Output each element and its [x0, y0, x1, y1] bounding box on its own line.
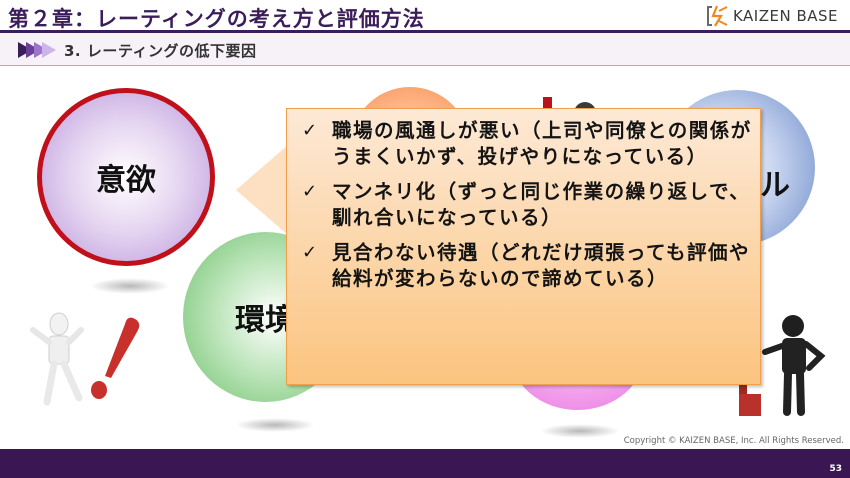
logo-text: KAIZEN BASE	[732, 7, 838, 25]
reason-item: ✓ 職場の風通しが悪い（上司や同僚との関係がうまくいかず、投げやりになっている）	[296, 118, 756, 170]
kaizen-k-star-icon	[706, 5, 728, 27]
circle-shadow	[540, 424, 620, 438]
section-bar	[0, 33, 850, 66]
circle-shadow	[235, 418, 315, 432]
red-flag-decoration	[543, 97, 552, 111]
checkmark-icon: ✓	[302, 181, 319, 202]
factor-circle-blue-label: ル	[760, 168, 790, 203]
section-subtitle: 3. レーティングの低下要因	[64, 42, 257, 60]
reason-text: 職場の風通しが悪い（上司や同僚との関係がうまくいかず、投げやりになっている）	[332, 119, 752, 168]
checkmark-icon: ✓	[302, 242, 319, 263]
callout-box	[286, 108, 761, 385]
page-number: 53	[829, 464, 842, 474]
triple-chevron-arrow-icon	[18, 42, 56, 58]
white-figure-exclamation-icon	[30, 312, 140, 406]
copyright-notice: Copyright © KAIZEN BASE, Inc. All Rights…	[623, 436, 844, 446]
footer-bar	[0, 449, 850, 478]
reason-text: マンネリ化（ずっと同じ作業の繰り返しで、馴れ合いになっている）	[332, 180, 751, 229]
factor-label-environment: 環境	[235, 303, 295, 338]
company-logo: KAIZEN BASE	[705, 5, 838, 27]
factor-label-motivation: 意欲	[96, 163, 156, 198]
circle-shadow	[90, 278, 170, 294]
reason-text: 見合わない待遇（どれだけ頑張っても評価や給料が変わらないので諦めている）	[332, 241, 751, 290]
black-figure-presenter-icon	[739, 315, 826, 416]
chapter-title: 第２章：レーティングの考え方と評価方法	[8, 7, 425, 31]
reason-item: ✓ 見合わない待遇（どれだけ頑張っても評価や給料が変わらないので諦めている）	[296, 240, 756, 292]
header-rule	[0, 30, 850, 33]
checkmark-icon: ✓	[302, 120, 319, 141]
callout-pointer	[236, 145, 288, 235]
factor-circle-motivation: 意欲	[37, 88, 215, 266]
reason-list: ✓ 職場の風通しが悪い（上司や同僚との関係がうまくいかず、投げやりになっている）…	[296, 118, 756, 301]
reason-item: ✓ マンネリ化（ずっと同じ作業の繰り返しで、馴れ合いになっている）	[296, 179, 756, 231]
